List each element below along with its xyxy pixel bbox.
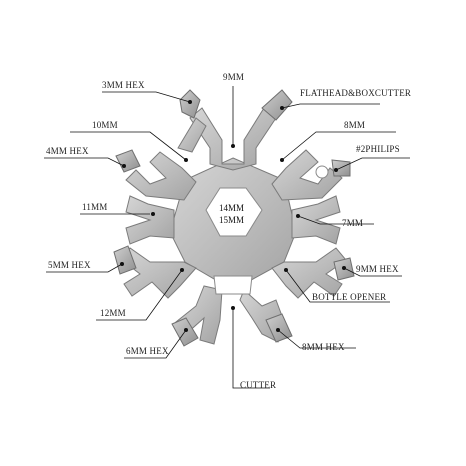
label-12mm: 12MM	[100, 308, 126, 318]
center-label-14mm: 14MM	[219, 203, 244, 213]
label-11mm: 11MM	[82, 202, 107, 212]
hex-8mm-tip	[265, 313, 293, 343]
center-hex-hole	[205, 187, 263, 237]
label-bottle-opener: BOTTLE OPENER	[312, 292, 386, 302]
callout-leaders	[44, 86, 410, 389]
label-10mm: 10MM	[92, 120, 118, 130]
label-6mm-hex: 6MM HEX	[126, 346, 169, 356]
label-9mm-top: 9MM	[223, 72, 244, 82]
hex-4mm-tip	[115, 149, 141, 173]
arm-bottom-left	[171, 285, 223, 347]
label-4mm-hex: 4MM HEX	[46, 146, 89, 156]
cutter-notch	[213, 275, 253, 295]
arm-bottom-right	[239, 289, 293, 343]
flathead-boxcutter-tip	[261, 89, 293, 121]
label-3mm-hex: 3MM HEX	[102, 80, 145, 90]
arm-upper-right	[271, 149, 351, 201]
arm-left	[115, 149, 175, 245]
arm-lower-left	[113, 245, 197, 299]
label-2-philips: #2PHILIPS	[356, 144, 400, 154]
label-9mm-hex: 9MM HEX	[356, 264, 399, 274]
label-cutter: CUTTER	[240, 380, 276, 390]
label-7mm: 7MM	[342, 218, 363, 228]
label-8mm-hex: 8MM HEX	[302, 342, 345, 352]
arm-upper-left	[125, 89, 207, 201]
center-label-15mm: 15MM	[219, 215, 244, 225]
arm-right	[291, 195, 341, 245]
label-5mm-hex: 5MM HEX	[48, 260, 91, 270]
label-8mm-top: 8MM	[344, 120, 365, 130]
label-flathead-boxcutter: FLATHEAD&BOXCUTTER	[300, 88, 411, 98]
snowflake-tool	[113, 89, 355, 347]
arm-lower-right	[271, 247, 355, 299]
arm-top	[189, 89, 293, 171]
philips-hole	[315, 165, 329, 179]
